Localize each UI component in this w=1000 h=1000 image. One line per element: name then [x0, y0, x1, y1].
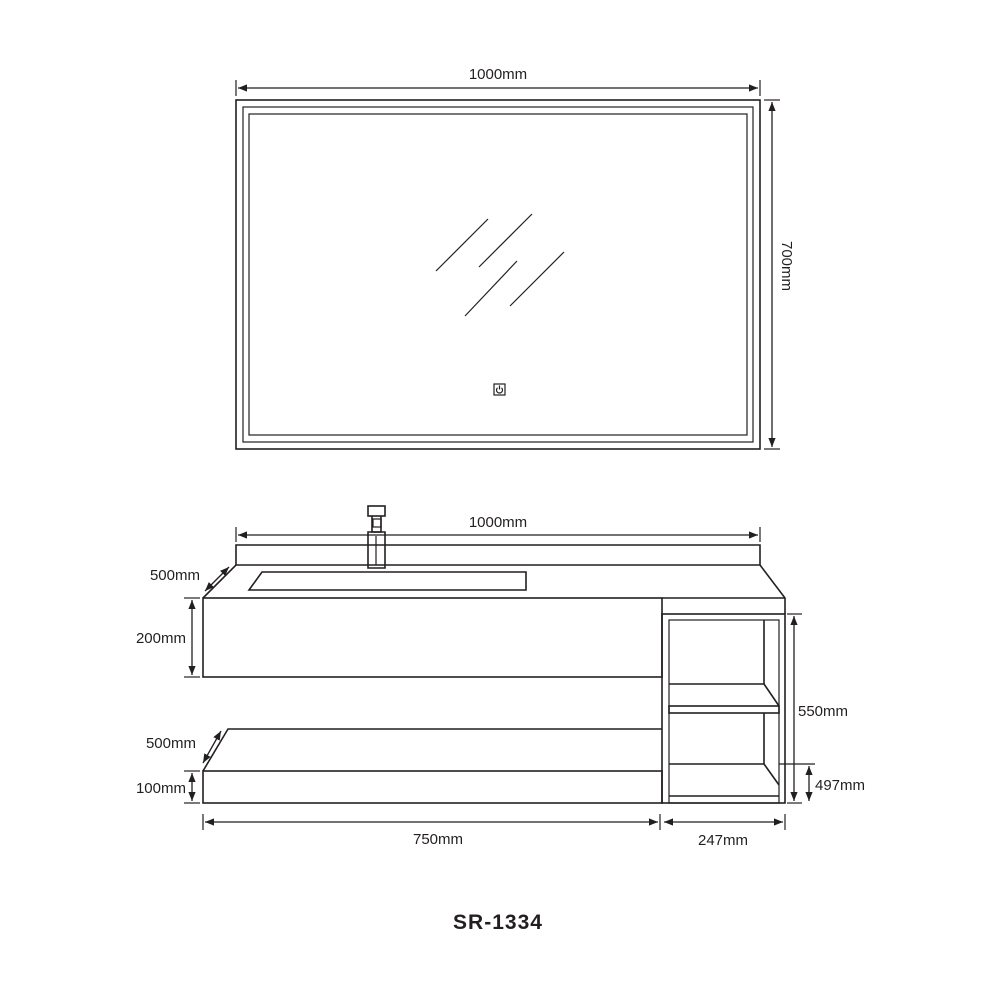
shelf-height-label: 100mm: [136, 780, 186, 797]
mirror-inner-frame: [242, 106, 754, 443]
shelf-width-dimension: 750mm: [202, 814, 661, 848]
countertop: [202, 544, 786, 678]
top-depth-label: 500mm: [150, 567, 200, 584]
model-title: SR-1334: [453, 911, 543, 934]
mirror-height-dimension: 700mm: [764, 99, 795, 450]
cabinet-lower-label: 497mm: [815, 777, 865, 794]
mirror-width-label: 1000mm: [469, 66, 527, 83]
mirror-drawing: 1000mm 700mm: [235, 66, 795, 450]
faucet: [367, 505, 386, 569]
mirror-width-dimension: 1000mm: [235, 66, 761, 96]
shelf-depth-label: 500mm: [146, 735, 196, 752]
mirror-reflection-lines: [435, 213, 565, 317]
cabinet-middle-shelf: [668, 705, 780, 714]
shelf-depth-dimension: 500mm: [146, 730, 222, 764]
top-height-dimension: 200mm: [136, 597, 200, 678]
cabinet-height-dimension: 550mm: [787, 613, 848, 804]
countertop-front: [202, 597, 663, 678]
power-icon[interactable]: [493, 383, 506, 396]
mirror-glass: [248, 113, 748, 436]
mirror-height-label: 700mm: [778, 241, 795, 291]
top-width-label: 1000mm: [469, 514, 527, 531]
cabinet-height-label: 550mm: [798, 703, 848, 720]
lower-shelf-front: [202, 770, 663, 804]
cabinet-width-label: 247mm: [698, 832, 748, 849]
shelf-height-dimension: 100mm: [136, 770, 200, 804]
vanity-drawing: 1000mm 500mm 200mm: [136, 505, 865, 849]
cabinet-lower-dimension: 497mm: [779, 763, 865, 801]
mirror-outer-frame: [235, 99, 761, 450]
top-width-dimension: 1000mm: [235, 514, 761, 542]
top-height-label: 200mm: [136, 630, 186, 647]
side-cabinet: [661, 613, 786, 804]
lower-shelf: [202, 728, 663, 804]
basin: [247, 571, 527, 591]
top-depth-dimension: 500mm: [150, 566, 230, 592]
cabinet-width-dimension: 247mm: [664, 814, 786, 849]
shelf-width-label: 750mm: [413, 831, 463, 848]
